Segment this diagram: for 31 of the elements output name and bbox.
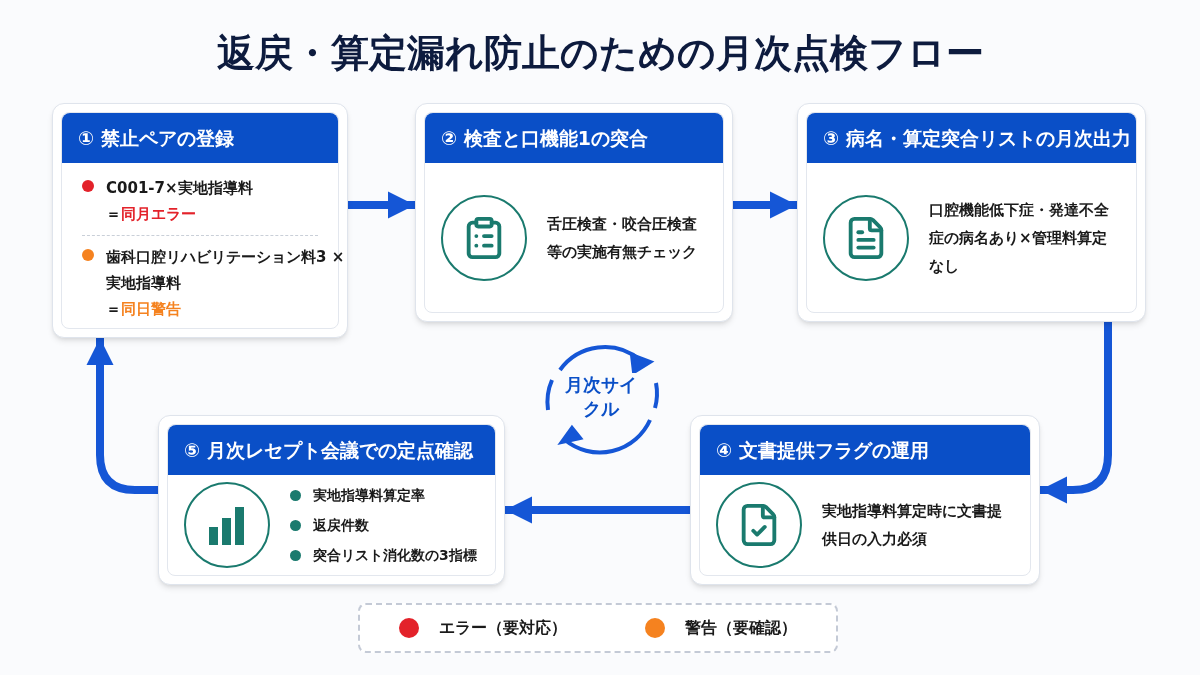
card-description: 舌圧検査・咬合圧検査等の実施有無チェック [547, 213, 698, 263]
step-card [797, 103, 1146, 322]
error-result-text: 同月エラー [121, 204, 196, 225]
metric-text: 突合リスト消化数の3指標 [313, 546, 477, 565]
pair-rule-text: 歯科口腔リハビリテーション料3 ×実地指導料 [106, 247, 346, 294]
pair-rule-text: C001-7×実地指導料 [106, 178, 253, 199]
step-card [158, 415, 505, 585]
card-title: ③ 病名・算定突合リストの月次出力 [823, 125, 1131, 151]
warning-result-text: 同日警告 [121, 299, 181, 320]
step-card [690, 415, 1040, 585]
flow-arrow [348, 191, 415, 219]
card-title: ① 禁止ペアの登録 [78, 125, 234, 151]
flow-arrow [86, 338, 158, 494]
metric-text: 実地指導料算定率 [313, 486, 425, 505]
card-description: 口腔機能低下症・発達不全症の病名あり×管理料算定なし [929, 199, 1110, 277]
step-card [415, 103, 733, 322]
card-title: ② 検査と口機能1の突合 [441, 125, 648, 151]
flow-arrow [1040, 322, 1112, 504]
cycle-label: 月次サイクル [563, 373, 639, 421]
equals-sign: ＝ [106, 204, 121, 225]
diagram-title: 返戻・算定漏れ防止のための月次点検フロー [215, 30, 985, 77]
step-card [52, 103, 348, 338]
card-title: ⑤ 月次レセプト会議での定点確認 [184, 437, 473, 463]
equals-sign: ＝ [106, 299, 121, 320]
legend-text: 警告（要確認） [685, 617, 797, 639]
metric-text: 返戻件数 [313, 516, 369, 535]
legend-text: エラー（要対応） [439, 617, 567, 639]
flow-arrow [733, 191, 797, 219]
flow-arrow [505, 496, 690, 524]
card-title: ④ 文書提供フラグの運用 [716, 437, 929, 463]
card-description: 実地指導料算定時に文書提供日の入力必須 [822, 501, 1003, 550]
